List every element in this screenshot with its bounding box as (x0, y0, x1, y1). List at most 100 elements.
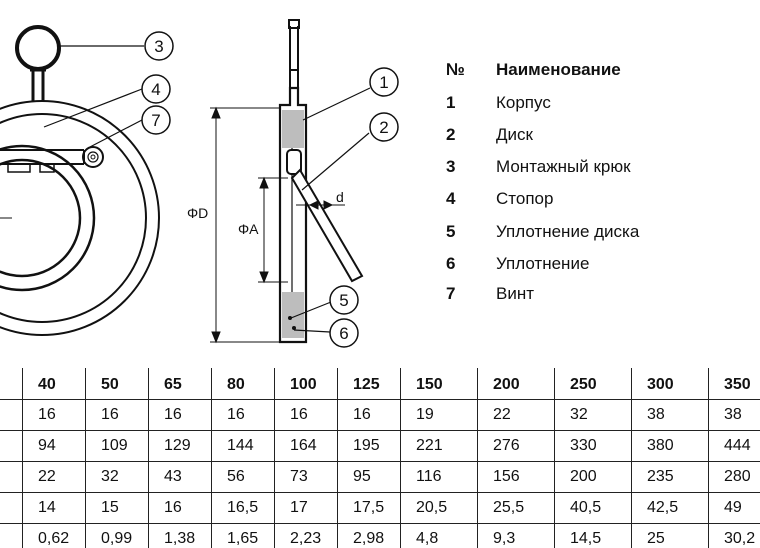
table-cell: 9,3 (493, 530, 516, 547)
table-cell: 95 (353, 468, 371, 485)
legend-header-number: № (446, 60, 465, 79)
table-column-divider (274, 368, 275, 548)
table-cell: 32 (570, 406, 588, 423)
table-cell: 16 (353, 406, 371, 423)
side-view (278, 19, 364, 344)
table-cell: 14 (38, 499, 56, 516)
legend-item-number: 2 (446, 125, 456, 144)
table-cell: 116 (416, 468, 442, 485)
table-cell: 276 (493, 437, 520, 454)
front-view-leaders (43, 45, 144, 149)
callout-5: 5 (329, 285, 359, 315)
svg-text:2: 2 (379, 118, 388, 137)
valve-body-inner (0, 113, 147, 323)
table-cell: 129 (164, 437, 191, 454)
label-thickness: d (336, 189, 344, 205)
svg-text:4: 4 (151, 80, 160, 99)
table-header-cell: 125 (353, 376, 380, 393)
legend-item-name: Стопор (496, 189, 554, 208)
table-header-cell: 250 (570, 376, 597, 393)
table-header-cell: 65 (164, 376, 182, 393)
table-cell: 16 (164, 499, 182, 516)
label-outer-diameter: ΦD (187, 205, 208, 221)
table-column-divider (631, 368, 632, 548)
table-cell: 221 (416, 437, 443, 454)
table-header-cell: 150 (416, 376, 443, 393)
callout-2: 2 (369, 112, 399, 142)
legend-item: 6 Уплотнение (438, 252, 738, 278)
legend-header: № Наименование (438, 58, 738, 84)
table-cell: 2,98 (353, 530, 385, 547)
table-row-divider (0, 399, 760, 400)
mounting-hook-ring (15, 25, 61, 71)
table-cell: 22 (493, 406, 511, 423)
table-row-divider (0, 492, 760, 493)
table-cell: 109 (101, 437, 128, 454)
legend-item: 1 Корпус (438, 91, 738, 117)
disc-seal (288, 316, 292, 320)
table-cell: 16 (164, 406, 182, 423)
table-cell: 2,23 (290, 530, 322, 547)
table-cell: 156 (493, 468, 520, 485)
table-header-cell: 100 (290, 376, 317, 393)
table-cell: 25,5 (493, 499, 525, 516)
table-cell: 144 (227, 437, 254, 454)
legend-item: 5 Уплотнение диска (438, 220, 738, 246)
legend-item-number: 6 (446, 254, 456, 273)
callout-7: 7 (141, 105, 171, 135)
valve-body-outer (0, 100, 160, 336)
table-column-divider (337, 368, 338, 548)
table-cell: 40,5 (570, 499, 602, 516)
legend-item-name: Уплотнение диска (496, 222, 640, 241)
valve-disc-inner (0, 158, 82, 278)
table-cell: 73 (290, 468, 308, 485)
callout-1: 1 (369, 67, 399, 97)
table-cell: 444 (724, 437, 751, 454)
legend-item-name: Диск (496, 125, 533, 144)
table-header-cell: 80 (227, 376, 245, 393)
callout-4: 4 (141, 74, 171, 104)
svg-text:6: 6 (339, 324, 348, 343)
svg-text:1: 1 (379, 73, 388, 92)
table-column-divider (708, 368, 709, 548)
legend-header-name: Наименование (496, 60, 621, 79)
table-cell: 200 (570, 468, 597, 485)
legend-item: 3 Монтажный крюк (438, 155, 738, 181)
table-cell: 16 (227, 406, 245, 423)
svg-text:7: 7 (151, 111, 160, 130)
table-header-cell: 350 (724, 376, 751, 393)
table-cell: 42,5 (647, 499, 679, 516)
check-valve-drawing: 3 4 7 1 2 5 6 ΦD ΦA d (0, 19, 399, 348)
dimension-d-outer (210, 106, 280, 344)
legend-item-name: Уплотнение (496, 254, 590, 273)
legend-item-name: Монтажный крюк (496, 157, 631, 176)
table-header-cell: 200 (493, 376, 520, 393)
table-cell: 16 (290, 406, 308, 423)
table-column-divider (400, 368, 401, 548)
table-header-cell: 50 (101, 376, 119, 393)
legend-item-number: 1 (446, 93, 456, 112)
table-cell: 16,5 (227, 499, 259, 516)
table-cell: 25 (647, 530, 665, 547)
table-cell: 38 (647, 406, 665, 423)
disc-hinge (286, 149, 302, 175)
mounting-hook-stem (31, 68, 45, 102)
table-cell: 14,5 (570, 530, 602, 547)
table-cell: 0,62 (38, 530, 70, 547)
table-row-divider (0, 430, 760, 431)
table-cell: 280 (724, 468, 751, 485)
table-cell: 16 (101, 406, 119, 423)
svg-text:5: 5 (339, 291, 348, 310)
table-column-divider (148, 368, 149, 548)
legend-item: 7 Винт (438, 282, 738, 308)
body-seal (292, 326, 296, 330)
table-cell: 43 (164, 468, 182, 485)
table-cell: 1,65 (227, 530, 259, 547)
table-cell: 4,8 (416, 530, 439, 547)
dimension-a-inner (258, 176, 288, 284)
table-column-divider (22, 368, 23, 548)
table-cell: 38 (724, 406, 742, 423)
legend-item-name: Винт (496, 284, 535, 303)
table-cell: 380 (647, 437, 674, 454)
